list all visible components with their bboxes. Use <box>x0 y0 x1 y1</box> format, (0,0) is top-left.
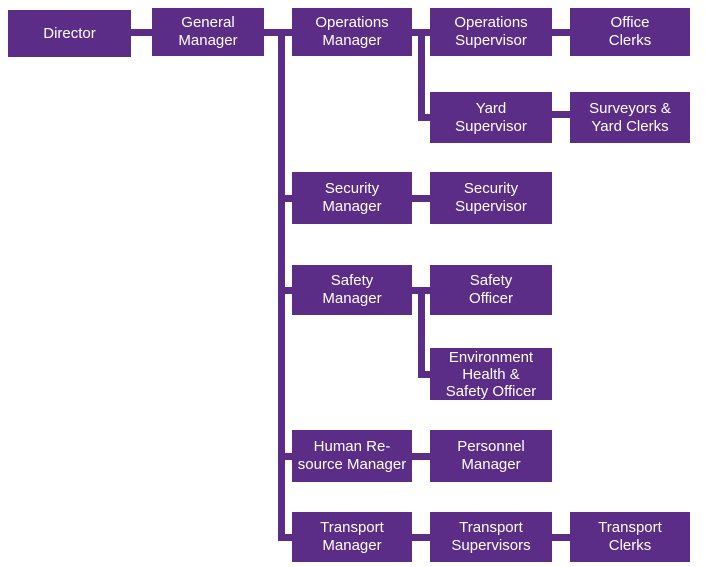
node-safety-manager-label: Safety Manager <box>322 272 382 307</box>
node-security-manager: Security Manager <box>292 172 412 224</box>
node-operations-manager-label: Operations Manager <box>315 14 389 49</box>
node-operations-manager: Operations Manager <box>292 8 412 56</box>
node-surveyors-yard-clerks: Surveyors & Yard Clerks <box>570 92 690 143</box>
node-safety-officer: Safety Officer <box>430 265 552 315</box>
node-transport-clerks: Transport Clerks <box>570 512 690 562</box>
node-personnel-manager-label: Personnel Manager <box>457 438 525 473</box>
connector-stub-human-resource-manager <box>278 453 292 460</box>
connector-operations-supervisor-office-clerks <box>552 29 570 36</box>
connector-stub-environment-officer <box>418 371 430 378</box>
node-yard-supervisor-label: Yard Supervisor <box>455 99 527 135</box>
connector-director-general-manager <box>131 29 152 36</box>
node-transport-manager: Transport Manager <box>292 512 412 562</box>
connector-transport-supervisors-transport-clerks <box>552 534 570 541</box>
node-general-manager: General Manager <box>152 8 264 56</box>
node-safety-manager: Safety Manager <box>292 265 412 315</box>
node-operations-supervisor: Operations Supervisor <box>430 8 552 56</box>
node-yard-supervisor: Yard Supervisor <box>430 92 552 143</box>
node-general-manager-label: General Manager <box>178 14 238 49</box>
node-surveyors-yard-clerks-label: Surveyors & Yard Clerks <box>589 99 671 135</box>
node-security-supervisor-label: Security Supervisor <box>455 180 527 215</box>
connector-trunk-general-manager <box>278 29 285 541</box>
node-security-supervisor: Security Supervisor <box>430 172 552 224</box>
node-director-label: Director <box>43 24 96 42</box>
node-office-clerks-label: Office Clerks <box>608 14 652 49</box>
node-transport-supervisors: Transport Supervisors <box>430 512 552 562</box>
node-environment-health-safety-officer-label: Environment Health & Safety Officer <box>445 348 537 400</box>
node-transport-clerks-label: Transport Clerks <box>598 519 662 554</box>
node-transport-manager-label: Transport Manager <box>320 519 384 554</box>
node-safety-officer-label: Safety Officer <box>469 272 513 307</box>
node-operations-supervisor-label: Operations Supervisor <box>454 14 528 49</box>
node-office-clerks: Office Clerks <box>570 8 690 56</box>
node-security-manager-label: Security Manager <box>322 180 382 215</box>
connector-stub-yard-supervisor <box>418 114 430 121</box>
connector-drop-environment-officer <box>418 287 425 378</box>
connector-stub-security-manager <box>278 195 292 202</box>
connector-transport-manager-transport-supervisors <box>412 534 430 541</box>
node-human-resource-manager: Human Re- source Manager <box>292 430 412 482</box>
node-human-resource-manager-label: Human Re- source Manager <box>297 438 407 473</box>
node-director: Director <box>8 10 131 57</box>
connector-security-manager-security-supervisor <box>412 195 430 202</box>
connector-stub-transport-manager <box>278 534 292 541</box>
node-environment-health-safety-officer: Environment Health & Safety Officer <box>430 348 552 400</box>
connector-hr-manager-personnel-manager <box>412 453 430 460</box>
connector-yard-supervisor-surveyors <box>552 111 570 118</box>
node-transport-supervisors-label: Transport Supervisors <box>451 519 531 554</box>
connector-drop-yard-supervisor <box>418 29 425 121</box>
connector-stub-safety-manager <box>278 287 292 294</box>
node-personnel-manager: Personnel Manager <box>430 430 552 482</box>
